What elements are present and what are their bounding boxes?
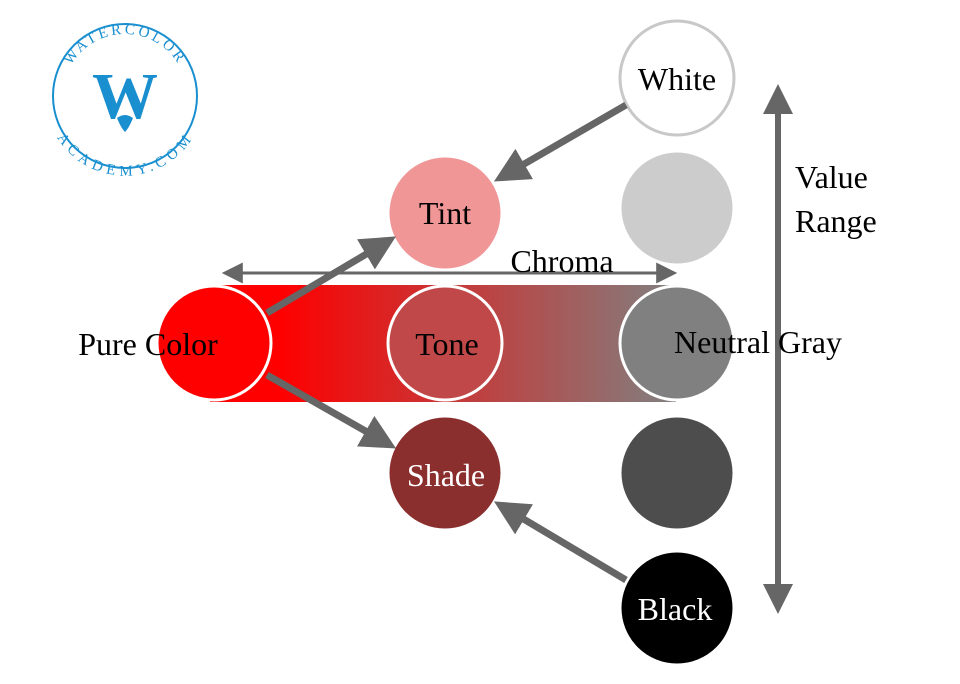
logo-ring-text-bottom: ACADEMY.COM [53, 130, 196, 179]
black-label: Black [638, 591, 713, 627]
black-to-shade-arrow [493, 501, 628, 584]
light-gray-swatch [618, 149, 736, 267]
shade-label: Shade [407, 457, 485, 493]
value-range-label-line2: Range [795, 203, 877, 239]
black-swatch [618, 549, 736, 667]
value-range-label-line1: Value [795, 159, 868, 195]
pure-color-swatch [155, 284, 273, 402]
tint-label: Tint [419, 195, 471, 231]
pure-to-shade-arrow [265, 371, 397, 449]
white-to-tint-arrow [493, 101, 628, 182]
white-label: White [638, 61, 716, 97]
white-swatch [618, 19, 736, 137]
chroma-label: Chroma [510, 243, 613, 279]
logo-flourish-icon [117, 115, 133, 132]
pure-color-label: Pure Color [78, 326, 218, 362]
neutral-gray-swatch [618, 284, 736, 402]
tone-swatch [386, 284, 504, 402]
dark-gray-swatch [618, 414, 736, 532]
logo-ring [52, 23, 198, 169]
shade-swatch [386, 414, 504, 532]
neutral-gray-label: Neutral Gray [674, 324, 842, 360]
tone-label: Tone [415, 326, 479, 362]
watercolor-academy-logo: WATERCOLOR ACADEMY.COM W [52, 22, 198, 180]
